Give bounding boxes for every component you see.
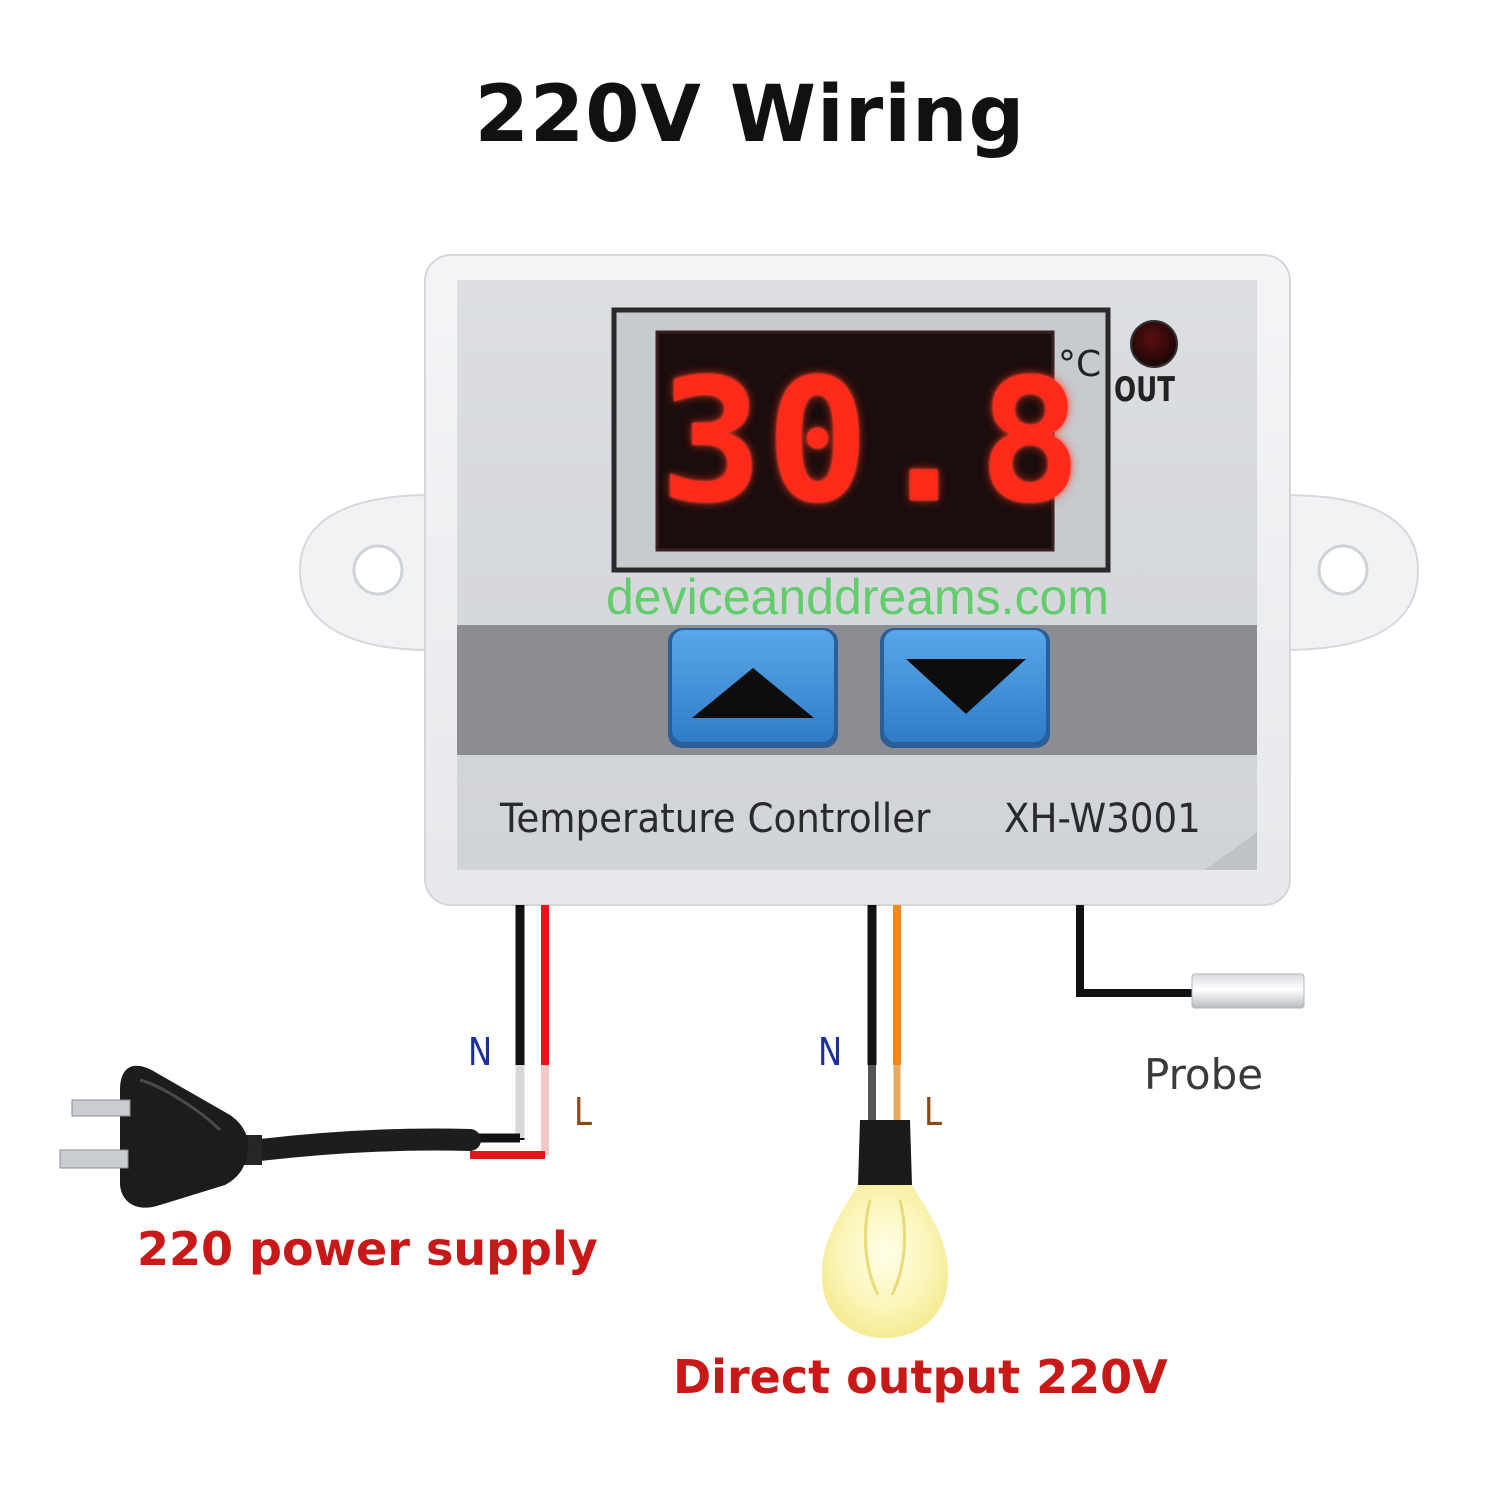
direct-output-caption: Direct output 220V xyxy=(673,1350,1168,1404)
output-live-label: L xyxy=(924,1090,942,1134)
device-name-label: Temperature Controller xyxy=(500,796,931,842)
power-supply-caption: 220 power supply xyxy=(137,1222,598,1276)
panel-corner-mark xyxy=(1205,832,1257,870)
lcd-screen xyxy=(657,332,1053,550)
unit-label: °C xyxy=(1058,344,1102,385)
power-wires xyxy=(470,905,549,1159)
device-model-label: XH-W3001 xyxy=(1004,796,1201,842)
power-neutral-label: N xyxy=(468,1030,493,1074)
probe-label: Probe xyxy=(1144,1050,1264,1099)
triangle-up-icon xyxy=(692,668,814,718)
triangle-down-icon xyxy=(906,659,1026,714)
temperature-readout: 30.8 xyxy=(660,343,1086,541)
power-live-label: L xyxy=(574,1090,592,1134)
diagram-title: 220V Wiring xyxy=(474,70,1026,160)
button-band xyxy=(457,625,1257,755)
out-indicator-label: OUT xyxy=(1114,370,1175,410)
temperature-probe-icon xyxy=(1191,973,1305,1009)
probe-wire xyxy=(1076,905,1195,997)
output-wires xyxy=(867,905,901,1120)
out-led xyxy=(1130,320,1178,368)
power-plug-icon xyxy=(59,1065,481,1208)
left-mounting-ear xyxy=(298,493,431,652)
output-neutral-label: N xyxy=(818,1030,843,1074)
down-button[interactable] xyxy=(880,628,1050,748)
light-bulb-icon xyxy=(821,1120,949,1338)
up-button[interactable] xyxy=(668,628,838,748)
right-mounting-ear xyxy=(1284,493,1420,652)
